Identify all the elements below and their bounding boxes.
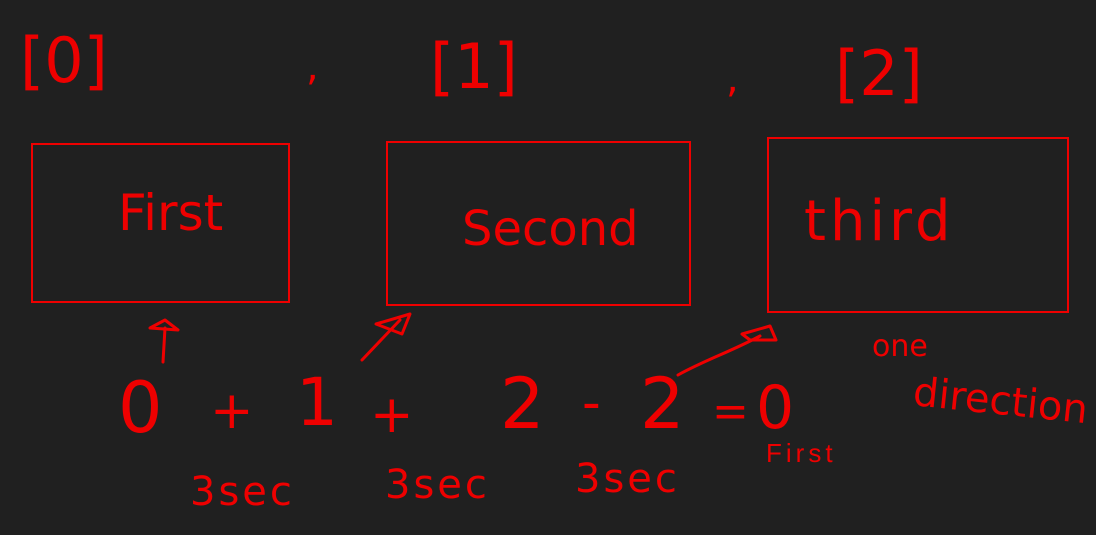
separator-comma-2: , (726, 56, 739, 102)
equation-result-note: First (766, 438, 837, 468)
duration-1: 3sec (190, 469, 295, 515)
equation-term-0: 0 (118, 367, 163, 449)
box-second-label: Second (462, 201, 639, 257)
side-note-line2: direction (911, 369, 1090, 433)
duration-3: 3sec (575, 456, 680, 502)
box-first (31, 143, 290, 303)
index-label-0: [0] (20, 24, 108, 97)
box-third-label: third (804, 189, 955, 254)
equation-result: 0 (756, 373, 794, 443)
equation-plus-1: + (210, 381, 254, 441)
equation-term-2: 2 (500, 363, 545, 445)
box-third (767, 137, 1069, 313)
side-note-line1: one (872, 329, 928, 364)
equation-equals: = (712, 386, 749, 437)
equation-plus-2: + (370, 385, 414, 445)
equation-term-1: 1 (296, 364, 338, 441)
separator-comma-1: , (306, 44, 319, 90)
duration-2: 3sec (385, 462, 490, 508)
index-label-2: [2] (835, 37, 923, 110)
index-label-1: [1] (430, 30, 518, 103)
arrow-to-first (148, 318, 180, 364)
box-first-label: First (118, 184, 223, 242)
arrow-to-third (676, 324, 778, 377)
equation-minus: - (582, 373, 601, 433)
equation-term-3: 2 (640, 363, 685, 445)
box-second (386, 141, 691, 306)
arrow-to-second (360, 312, 412, 362)
